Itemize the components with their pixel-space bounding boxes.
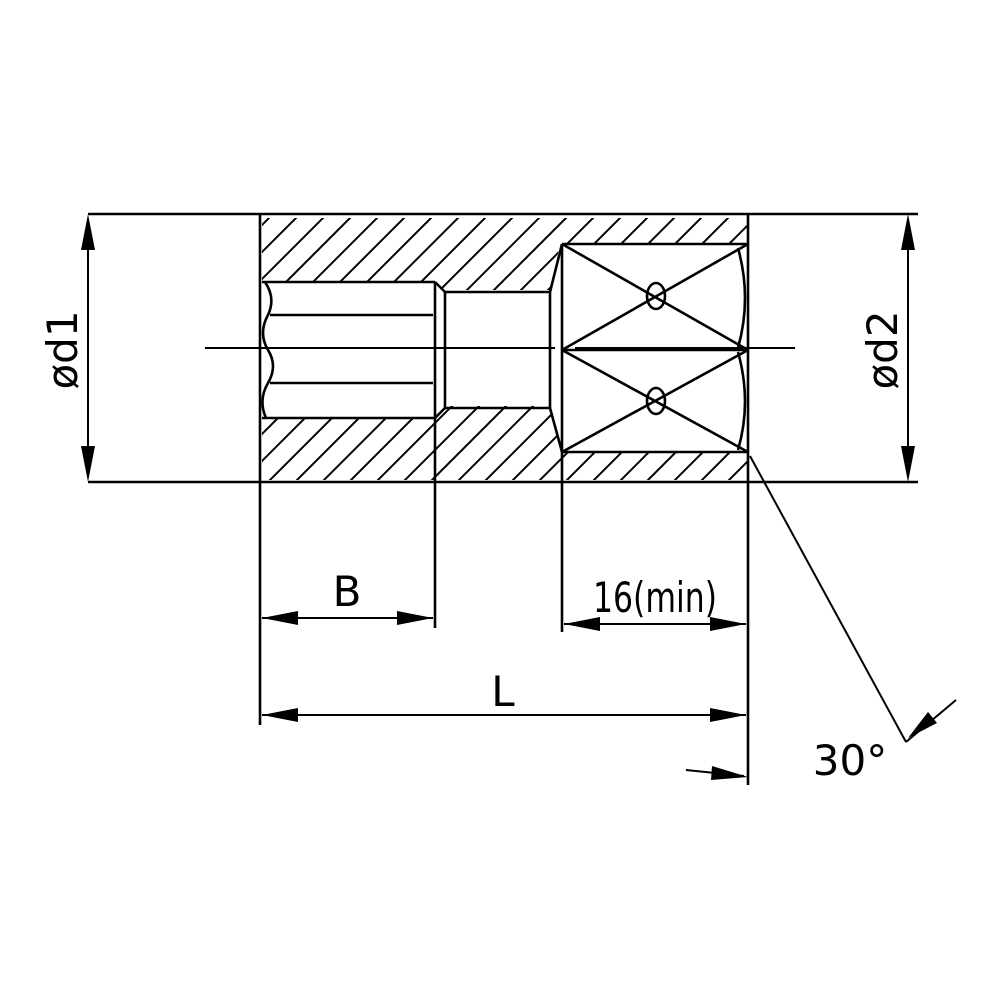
- hatch-line: [267, 218, 355, 290]
- hatch-line: [591, 218, 679, 290]
- hatch-line: [754, 214, 840, 300]
- hatch-line: [402, 218, 490, 290]
- hatch-line: [835, 400, 917, 482]
- label-d2: ød2: [858, 310, 907, 389]
- hatch-line: [754, 400, 836, 482]
- hatch-line: [862, 214, 948, 300]
- hatch-line: [889, 400, 971, 482]
- hatch-line: [294, 218, 382, 290]
- hatch-line: [672, 406, 748, 480]
- hatch-line: [510, 218, 598, 290]
- hatch-line: [160, 214, 246, 300]
- hatch-top: [160, 214, 975, 300]
- hatch-line: [483, 406, 567, 480]
- middle-neck: [433, 243, 564, 628]
- hatch-line: [862, 400, 944, 482]
- hatch-line: [456, 406, 540, 480]
- hatch-line: [294, 406, 378, 480]
- label-angle: 30°: [813, 736, 887, 785]
- hatch-line: [348, 218, 436, 290]
- dimension-length: L: [262, 667, 746, 722]
- hatch-line: [321, 218, 409, 290]
- hatch-line: [160, 400, 242, 482]
- label-b: B: [333, 567, 362, 616]
- hatch-line: [402, 406, 486, 480]
- hatch-line: [262, 406, 270, 480]
- hatch-line: [808, 214, 894, 300]
- hatch-line: [321, 406, 405, 480]
- hatch-line: [429, 218, 517, 290]
- hatch-line: [483, 218, 571, 290]
- hatch-line: [429, 406, 513, 480]
- hatch-bottom: [160, 400, 971, 482]
- hex-socket: [560, 242, 749, 632]
- hatch-line: [267, 406, 351, 480]
- dimension-d2: ød2: [858, 214, 915, 482]
- hatch-line: [645, 218, 733, 290]
- label-length: L: [491, 667, 515, 716]
- dimension-b: B: [262, 567, 433, 625]
- hatch-line: [726, 406, 748, 480]
- dimension-min-depth: 16(min): [564, 573, 746, 631]
- hatch-line: [781, 400, 863, 482]
- detent-hole-bottom: [645, 386, 667, 416]
- detent-hole-top: [645, 281, 667, 311]
- hatch-line: [348, 406, 432, 480]
- hatch-line: [375, 218, 463, 290]
- dimension-angle: 30°: [685, 455, 957, 785]
- label-d1: ød1: [38, 310, 87, 389]
- hatch-line: [699, 218, 748, 290]
- hatch-line: [262, 406, 297, 480]
- hatch-line: [808, 400, 890, 482]
- hatch-line: [781, 214, 867, 300]
- hatch-line: [262, 218, 328, 290]
- body-outline: [88, 212, 918, 785]
- label-min-depth: 16(min): [593, 573, 717, 622]
- hatch-line: [262, 218, 301, 290]
- hatch-line: [375, 406, 459, 480]
- hatch-line: [889, 214, 975, 300]
- dimension-d1: ød1: [38, 214, 95, 482]
- hatch-line: [262, 406, 324, 480]
- left-bore: [261, 280, 446, 420]
- hatch-line: [456, 218, 544, 290]
- hatch-line: [672, 218, 748, 290]
